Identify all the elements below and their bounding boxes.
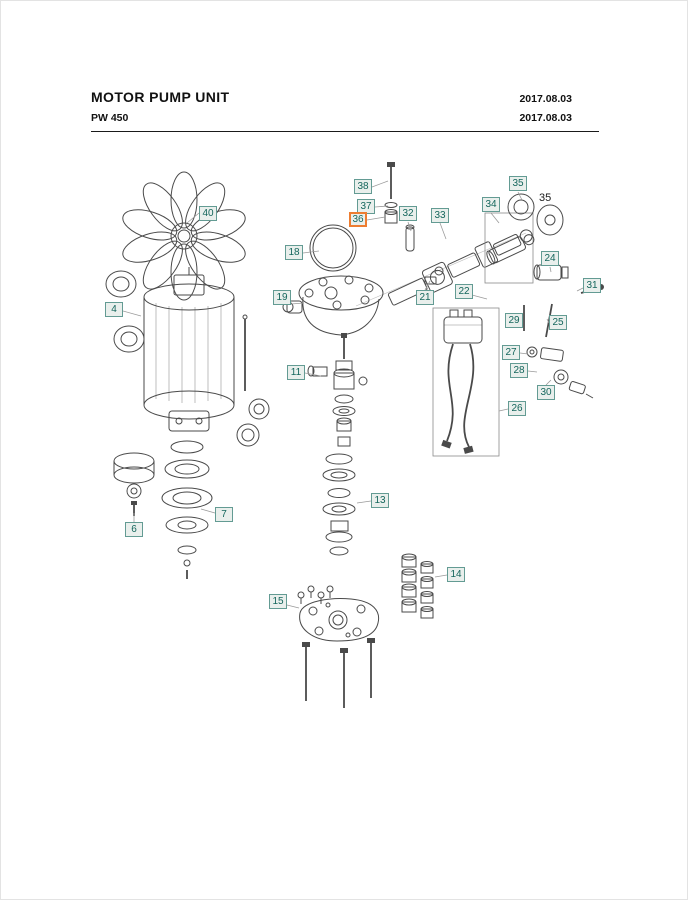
callout-36[interactable]: 36 [349,212,367,227]
small-round-parts [236,398,270,447]
callout-4[interactable]: 4 [105,302,123,317]
callout-29[interactable]: 29 [505,313,523,328]
callout-19[interactable]: 19 [273,290,291,305]
fan-part [122,171,246,301]
callout-35[interactable]: 35 [509,176,527,191]
seal-kit-part [322,453,356,556]
manifold-part [282,275,384,336]
callout-26[interactable]: 26 [508,401,526,416]
callout-33[interactable]: 33 [431,208,449,223]
cable-assembly-part [432,307,500,457]
callout-38[interactable]: 38 [354,179,372,194]
part-label-35: 35 [539,192,552,204]
callout-24[interactable]: 24 [541,251,559,266]
cup-washer-part [113,452,155,516]
revision-date-bottom: 2017.08.03 [519,112,572,124]
axis-line [355,232,527,307]
mounting-bolt-parts [302,638,375,708]
washer-disc-parts [507,193,564,236]
callout-21[interactable]: 21 [416,290,434,305]
page-title: MOTOR PUMP UNIT [91,89,230,105]
key-parts [424,266,444,285]
callout-15[interactable]: 15 [269,594,287,609]
valve-assembly-part [526,346,594,399]
base-plate-part [297,585,380,642]
callout-31[interactable]: 31 [583,278,601,293]
revision-date-top: 2017.08.03 [519,93,572,105]
callout-22[interactable]: 22 [455,284,473,299]
piston-assembly-part [484,212,535,284]
motor-part [143,267,235,432]
seal-stack-part [161,440,213,579]
callout-34[interactable]: 34 [482,197,500,212]
callout-28[interactable]: 28 [510,363,528,378]
header-divider [91,131,599,132]
callout-27[interactable]: 27 [502,345,520,360]
oring-part [309,224,357,272]
callout-7[interactable]: 7 [215,507,233,522]
callout-6[interactable]: 6 [125,522,143,537]
valve-kit-part [307,333,368,447]
bearing-cap-parts [105,270,145,353]
callout-14[interactable]: 14 [447,567,465,582]
check-valve-parts [401,553,434,619]
cylinder-part-24 [533,264,569,281]
bolt-washer-fitting-parts [384,162,398,224]
callout-13[interactable]: 13 [371,493,389,508]
callout-30[interactable]: 30 [537,385,555,400]
callout-25[interactable]: 25 [549,315,567,330]
callout-40[interactable]: 40 [199,206,217,221]
callout-11[interactable]: 11 [287,365,305,380]
stud-part [242,314,248,391]
callout-32[interactable]: 32 [399,206,417,221]
crankshaft-part [387,229,533,306]
callout-18[interactable]: 18 [285,245,303,260]
model-number: PW 450 [91,112,129,124]
